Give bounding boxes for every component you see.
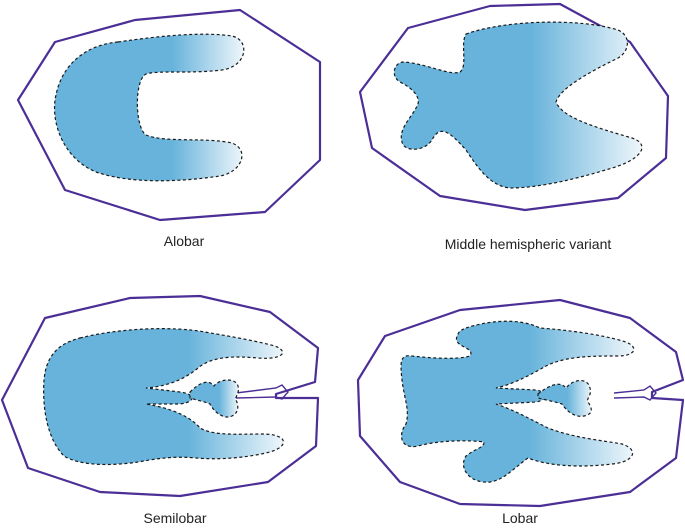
caption-lobar: Lobar [502, 510, 538, 526]
panel-semilobar [2, 296, 318, 496]
panel-alobar [18, 10, 320, 220]
caption-semilobar: Semilobar [143, 510, 206, 526]
caption-middle-hemispheric-variant: Middle hemispheric variant [445, 236, 612, 252]
panel-lobar [358, 300, 683, 506]
caption-alobar: Alobar [164, 233, 204, 249]
panel-middle-hemispheric-variant [360, 4, 668, 210]
